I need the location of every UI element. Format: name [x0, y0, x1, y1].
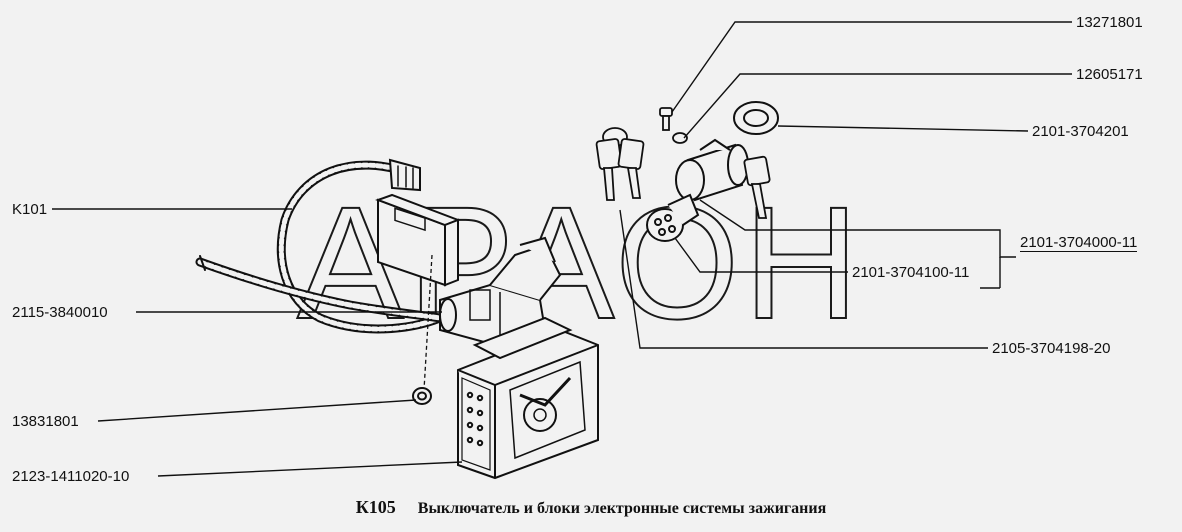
alignment-line [423, 254, 433, 391]
leader-2123-1411020-10 [157, 461, 463, 477]
nut-part [412, 387, 432, 405]
label-13271801: 13271801 [1076, 14, 1143, 31]
label-2105-3704198-20: 2105-3704198-20 [992, 340, 1111, 357]
wiring-harness [195, 158, 445, 334]
contact-group-part [646, 193, 700, 242]
label-2123-1411020-10: 2123-1411020-10 [12, 468, 130, 485]
label-k101: K101 [12, 201, 48, 218]
leader-2101-3704100-11 [674, 237, 848, 273]
screw-part [659, 107, 673, 131]
figure-caption: К105 Выключатель и блоки электронные сист… [0, 497, 1182, 518]
label-2101-3704000-11: 2101-3704000-11 [1020, 234, 1138, 252]
leader-2105-3704198-20 [619, 209, 988, 349]
leader-12605171 [683, 73, 1072, 139]
label-2101-3704100-11: 2101-3704100-11 [852, 264, 970, 281]
leader-lines [52, 21, 1072, 477]
lock-cylinder-part [675, 138, 749, 202]
leader-13271801 [671, 21, 1072, 113]
caption-code: К105 [355, 497, 396, 517]
leader-13831801 [97, 399, 417, 422]
relay-module [375, 193, 461, 287]
bezel-ring-part [733, 101, 779, 135]
caption-title: Выключатель и блоки электронные системы … [417, 500, 827, 517]
label-13831801: 13831801 [12, 413, 79, 430]
ecu-unit [457, 316, 599, 480]
label-2101-3704201: 2101-3704201 [1032, 123, 1129, 140]
harness-connector [388, 158, 421, 192]
label-12605171: 12605171 [1076, 66, 1143, 83]
keys-part [595, 127, 771, 219]
leader-2101-3704201 [777, 125, 1029, 132]
washer-part [672, 132, 688, 144]
label-2115-3840010: 2115-3840010 [12, 304, 108, 321]
leader-2101-3704000-11 [699, 199, 1016, 258]
